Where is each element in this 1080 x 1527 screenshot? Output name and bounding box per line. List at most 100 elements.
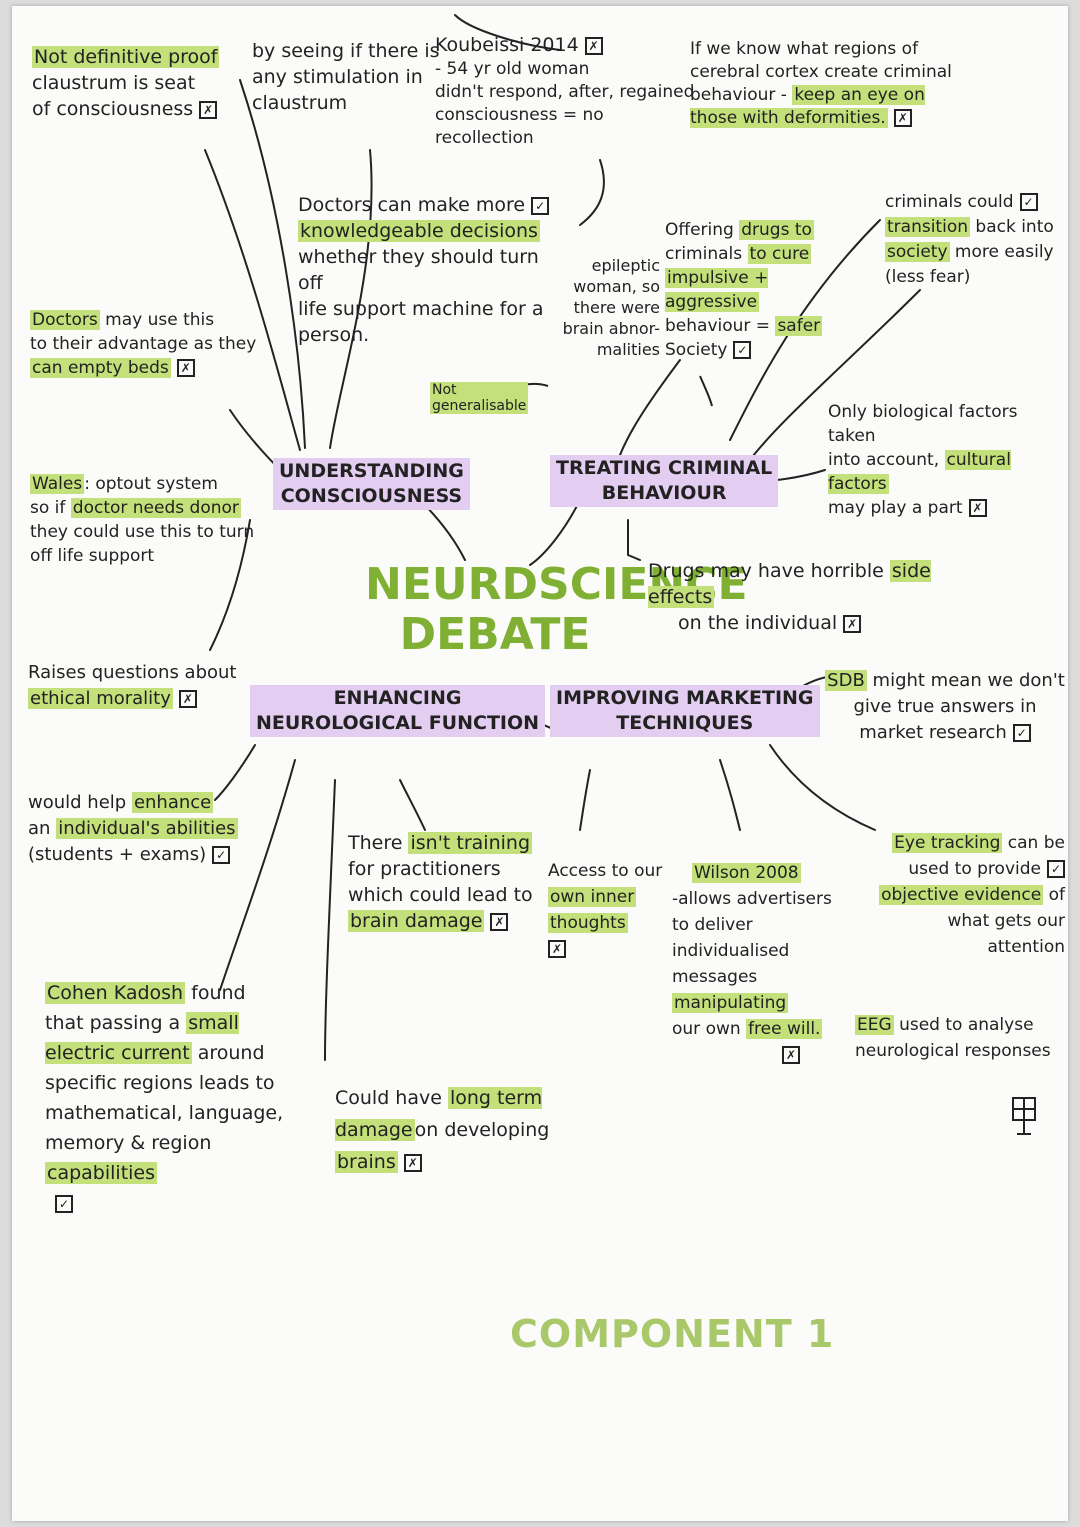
note-text: can be used to provide [908,833,1065,879]
note-ethical-morality: Raises questions about ethical morality ✗ [28,660,248,712]
note-text: claustrum is seat of consciousness [32,72,196,120]
note-text: might mean we don't give true answers in… [853,670,1065,743]
note-doctors-advantage: Doctors may use this to their advantage … [30,308,260,380]
note-text: There [348,832,403,854]
highlight: ethical morality [28,688,173,709]
highlight: isn't training [408,832,533,854]
cross-mark-icon: ✗ [178,690,197,708]
note-text: behaviour = [665,316,771,336]
tick-mark-icon: ✓ [531,196,550,215]
highlight: can empty beds [30,358,171,378]
cross-mark-icon: ✗ [584,37,603,55]
note-text: Offering [665,220,734,240]
note-text: criminals could [885,192,1014,212]
note-text: Only biological factors taken into accou… [828,402,1018,470]
note-text: may use this to their advantage as they [30,310,257,354]
highlight: individual's abilities [56,818,238,839]
note-text: Drugs may have horrible [648,560,884,582]
highlight: SDB [825,670,867,691]
doodle-icon [1012,1097,1036,1135]
highlight: Doctors [30,310,100,330]
note-text: (students + exams) [28,844,207,865]
cross-mark-icon: ✗ [548,940,566,958]
highlight: doctor needs donor [70,498,241,518]
note-drugs-side-effects: Drugs may have horrible side effects on … [648,558,978,636]
note-no-training: There isn't training for practitioners w… [348,830,548,934]
note-text: used to analyse neurological responses [855,1015,1051,1061]
note-text: more easily (less fear) [885,242,1054,287]
cross-mark-icon: ✗ [403,1153,422,1172]
highlight: enhance [131,792,214,813]
note-offering-drugs: Offering drugs to criminals to cure impu… [665,218,865,362]
note-epileptic-woman: epileptic woman, so there were brain abn… [562,256,660,359]
highlight: EEG [855,1015,894,1035]
note-text: Raises questions about [28,662,237,683]
tick-mark-icon: ✓ [1012,724,1031,742]
note-cerebral-cortex: If we know what regions of cerebral cort… [690,38,960,130]
cross-mark-icon: ✗ [843,614,862,633]
note-text: an [28,818,51,839]
cross-mark-icon: ✗ [893,109,912,127]
note-wilson-2008: Wilson 2008 -allows advertisers to deliv… [672,860,872,1068]
note-text: -allows advertisers to deliver individua… [672,889,832,987]
highlight: Eye tracking [892,833,1003,853]
highlight: to cure [747,244,812,264]
branch-understanding-consciousness: UNDERSTANDING CONSCIOUSNESS [273,458,470,510]
cross-mark-icon: ✗ [782,1046,800,1064]
highlight: Wilson 2008 [692,863,801,883]
branch-treating-criminal-behaviour: TREATING CRIMINAL BEHAVIOUR [550,455,779,507]
highlight: own inner [548,887,637,907]
highlight: knowledgeable decisions [298,220,540,242]
note-text: may play a part [828,498,963,518]
highlight: transition [885,217,970,237]
tick-mark-icon: ✓ [1019,193,1038,211]
branch-improving-marketing-techniques: IMPROVING MARKETING TECHNIQUES [550,685,820,737]
highlight: safer [775,316,823,336]
note-wales-optout: Wales: optout system so if doctor needs … [30,472,260,568]
highlight: drugs to [739,220,814,240]
tick-mark-icon: ✓ [1047,860,1065,878]
note-text: : optout system so if [30,474,218,518]
note-text: criminals [665,244,743,264]
note-criminals-transition: criminals could ✓ transition back into so… [885,190,1060,290]
highlight: brain damage [348,910,485,932]
highlight: free will. [746,1019,823,1039]
note-text: back into [975,217,1054,237]
highlight: society [885,242,950,262]
note-biological-factors: Only biological factors taken into accou… [828,400,1063,520]
note-text: for practitioners which could lead to [348,858,533,906]
central-title: NEURDSCIENCE DEBATE [365,559,748,660]
note-text: Doctors can make more [298,194,526,216]
cross-mark-icon: ✗ [490,912,509,931]
highlight: impulsive + aggressive [665,268,769,312]
tick-mark-icon: ✓ [212,846,231,864]
note-text: found that passing a [45,982,246,1034]
note-text: - 54 yr old woman didn't respond, after,… [435,59,695,148]
highlight: objective evidence [879,885,1044,905]
note-text: on developing [414,1119,550,1141]
highlight: Wales [30,474,85,494]
cross-mark-icon: ✗ [199,100,218,119]
note-text: of what gets our attention [947,885,1065,957]
branch-enhancing-neurological-function: ENHANCING NEUROLOGICAL FUNCTION [250,685,546,737]
note-eeg: EEG used to analyse neurological respons… [855,1012,1060,1064]
note-text: would help [28,792,127,813]
note-text: whether they should turn off life suppor… [298,246,544,346]
note-text: on the individual [678,612,838,634]
note-doctors-decisions: Doctors can make more ✓ knowledgeable dec… [298,192,568,348]
cross-mark-icon: ✗ [968,499,987,517]
tick-mark-icon: ✓ [55,1194,73,1213]
note-text: Society [665,340,728,360]
note-cohen-kadosh: Cohen Kadosh found that passing a small … [45,978,295,1218]
note-inner-thoughts: Access to our own inner thoughts ✗ [548,858,673,962]
note-koubeissi: Koubeissi 2014✗ - 54 yr old woman didn't… [435,34,695,150]
note-text: around specific regions leads to mathema… [45,1042,284,1154]
note-sdb: SDB might mean we don't give true answer… [825,668,1065,746]
note-eye-tracking: Eye tracking can be used to provide✓ obj… [865,830,1065,960]
note-text: If we know what regions of cerebral cort… [690,39,952,105]
note-not-generalisable: Not generalisable [430,382,529,414]
note-not-definitive-proof: Not definitive proof claustrum is seat o… [32,44,232,122]
component-label: COMPONENT 1 [510,1312,835,1356]
